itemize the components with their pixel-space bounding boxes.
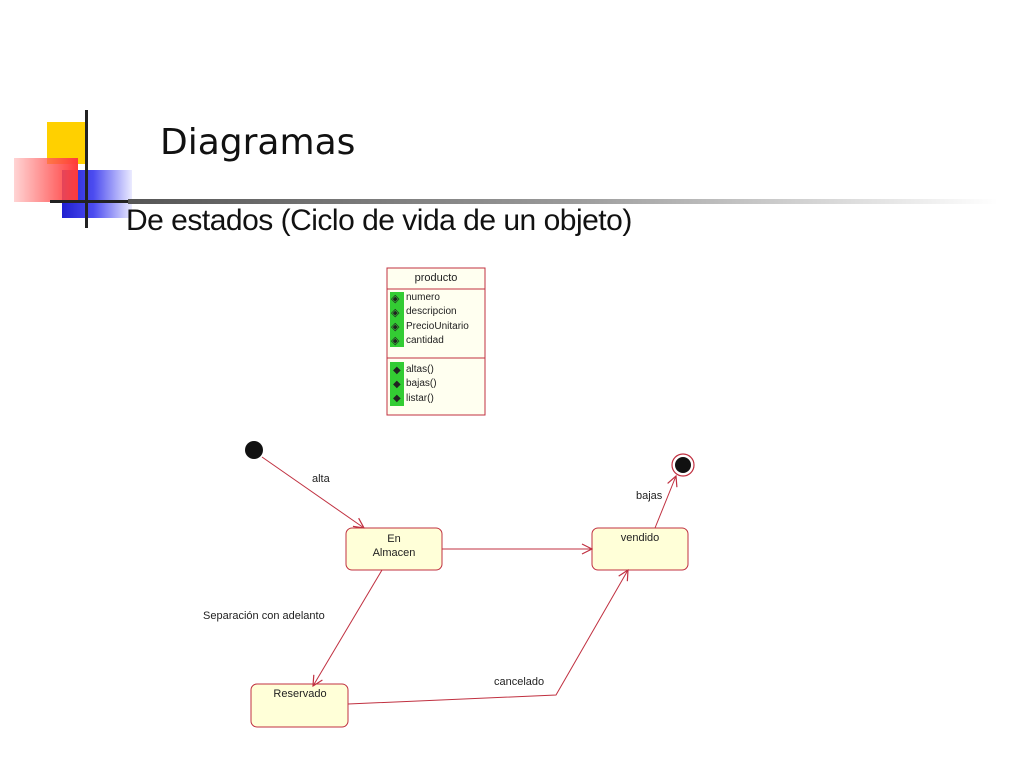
class-box-producto: producto ◈ ◈ ◈ ◈ numero descripcion Prec… xyxy=(386,267,486,416)
class-name: producto xyxy=(415,272,458,284)
transition-cancelado xyxy=(347,570,628,705)
label-alta: alta xyxy=(312,473,331,485)
initial-state xyxy=(245,441,263,459)
state-vendido: vendido xyxy=(591,527,689,571)
state-en-almacen-line2: Almacen xyxy=(373,547,416,559)
operation-bajas: bajas() xyxy=(406,378,437,389)
operation-visibility-icons xyxy=(390,362,404,406)
slide-title: Diagramas xyxy=(160,122,356,163)
deco-horizontal-line-short xyxy=(50,200,130,203)
attribute-descripcion: descripcion xyxy=(406,306,457,317)
attr-icon: ◈ xyxy=(391,293,400,305)
slide-bullet: De estados (Ciclo de vida de un objeto) xyxy=(126,204,632,237)
operation-listar: listar() xyxy=(406,393,434,404)
transition-separacion xyxy=(313,569,383,686)
label-bajas: bajas xyxy=(636,490,663,502)
state-vendido-label: vendido xyxy=(621,532,660,544)
transition-bajas xyxy=(654,476,676,529)
attr-icon: ◈ xyxy=(391,321,400,333)
state-reservado-label: Reservado xyxy=(273,688,326,700)
attribute-numero: numero xyxy=(406,292,440,303)
attribute-cantidad: cantidad xyxy=(406,335,444,346)
attr-icon: ◈ xyxy=(391,307,400,319)
transition-alta xyxy=(261,456,364,528)
op-icon: ◆ xyxy=(393,365,401,376)
deco-title-underline xyxy=(128,199,998,204)
operation-altas: altas() xyxy=(406,364,434,375)
label-separacion: Separación con adelanto xyxy=(203,610,325,622)
state-en-almacen: En Almacen xyxy=(345,527,443,571)
deco-yellow-square xyxy=(47,122,85,164)
state-en-almacen-line1: En xyxy=(387,533,400,545)
op-icon: ◆ xyxy=(393,379,401,390)
op-icon: ◆ xyxy=(393,393,401,404)
attribute-visibility-icons xyxy=(390,292,404,347)
final-state xyxy=(671,453,695,477)
attribute-preciounitario: PrecioUnitario xyxy=(406,321,469,332)
attr-icon: ◈ xyxy=(391,335,400,347)
label-cancelado: cancelado xyxy=(494,676,544,688)
deco-red-square xyxy=(14,158,78,202)
state-reservado: Reservado xyxy=(250,683,349,728)
deco-vertical-line xyxy=(85,110,88,228)
